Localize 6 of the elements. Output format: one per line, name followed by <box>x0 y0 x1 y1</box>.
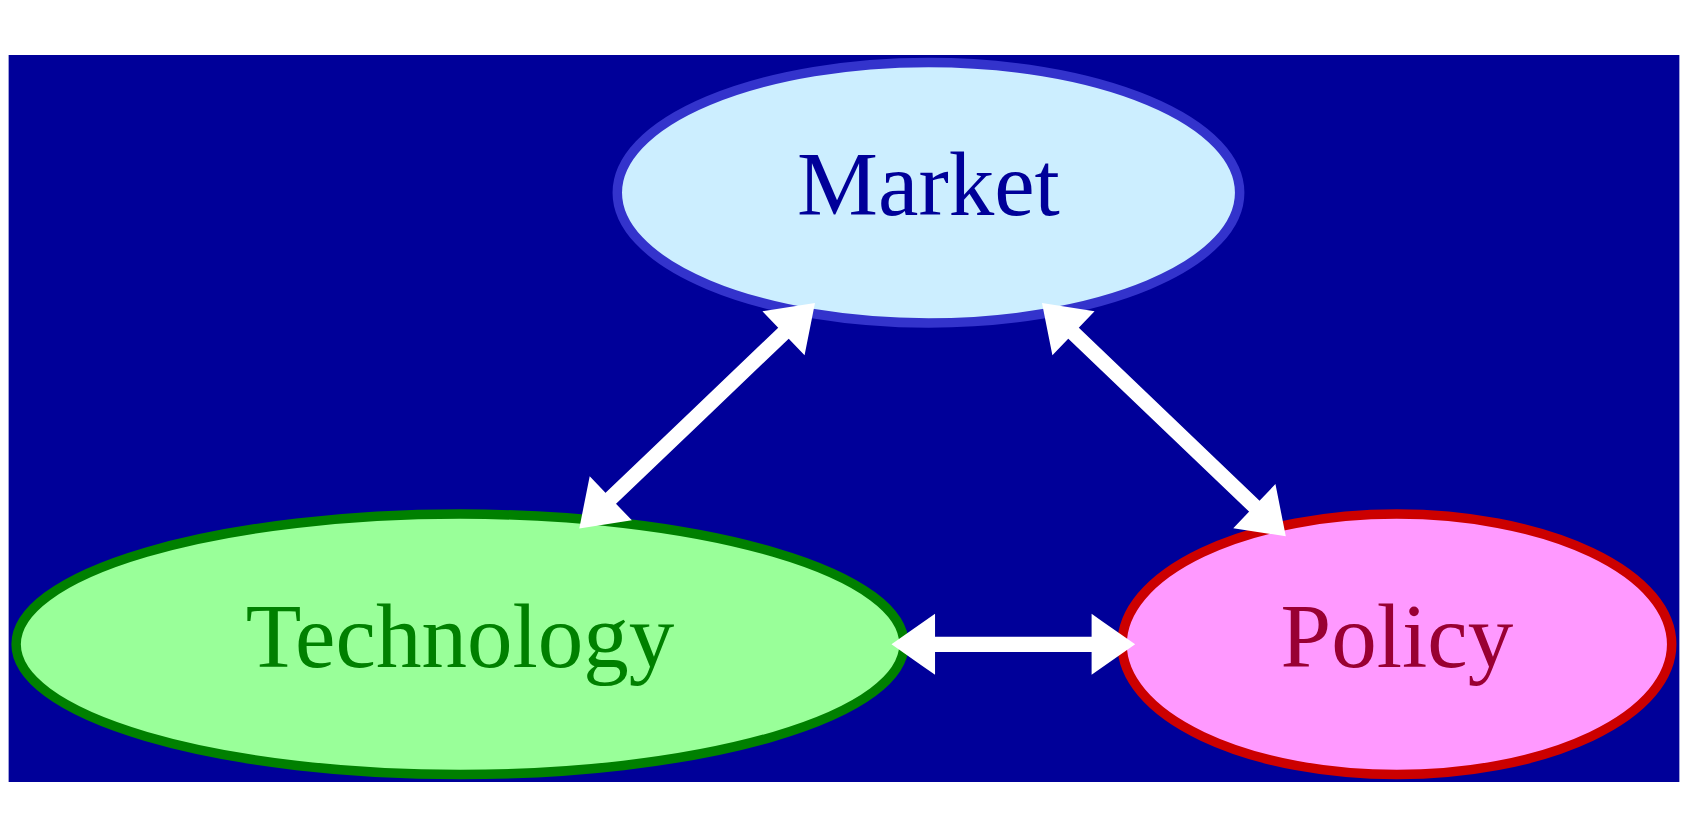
arrow <box>1042 303 1286 537</box>
arrow <box>579 303 815 529</box>
arrow <box>891 613 1136 675</box>
node-ellipse: Policy <box>1117 509 1677 780</box>
node-ellipse: Market <box>612 57 1245 328</box>
node-ellipse: Technology <box>11 509 909 780</box>
